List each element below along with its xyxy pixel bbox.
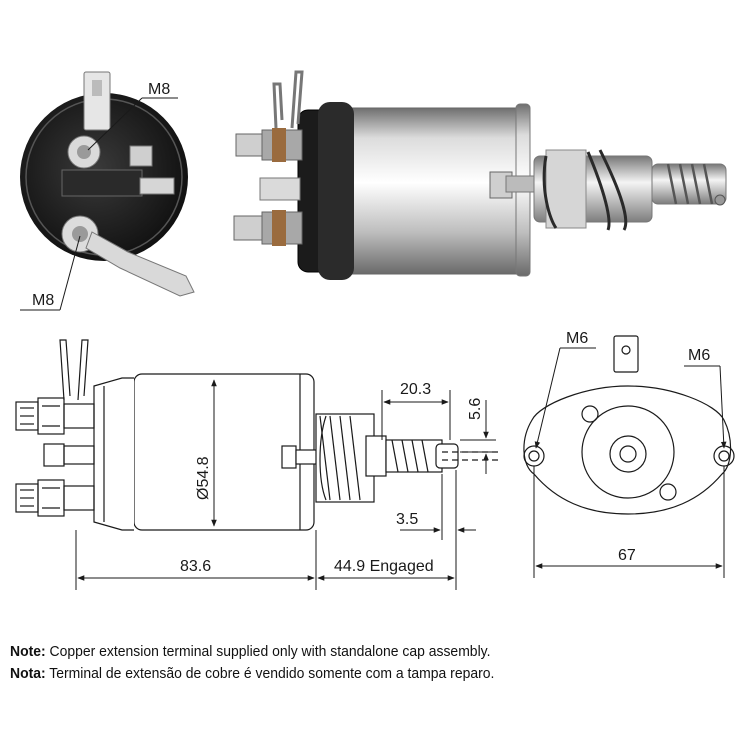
note-portuguese-label: Nota:	[10, 665, 46, 682]
dim-flange-thread-right: M6	[688, 347, 710, 364]
flange-outline	[523, 385, 732, 515]
note-portuguese-text: Terminal de extensão de cobre é vendido …	[45, 665, 495, 682]
dim-body-diameter: Ø54.8	[195, 456, 212, 500]
drawing-spade-terminal	[43, 443, 95, 467]
flange-main-boss	[581, 405, 675, 499]
dim-flange-width: 67	[618, 547, 636, 564]
drawing-spring	[319, 415, 361, 501]
drawing-cap	[93, 377, 134, 531]
dim-flange-thread-left: M6	[566, 330, 588, 347]
spring-coil	[542, 149, 628, 231]
side-terminal-top	[129, 145, 153, 167]
note-english-label: Note:	[10, 643, 46, 660]
side-section-drawing	[15, 339, 500, 531]
end-view-label-top: M8	[148, 81, 170, 98]
flange-small-hole-1	[581, 405, 599, 423]
side-terminal-bottom	[139, 177, 175, 195]
dim-hole-diameter: 5.6	[467, 398, 484, 420]
note-english: Note: Copper extension terminal supplied…	[10, 642, 490, 662]
upper-stud	[235, 128, 303, 162]
end-view-photo: M8 M8	[20, 71, 195, 311]
dim-plunger-travel: 44.9 Engaged	[334, 558, 434, 575]
top-terminal-tab	[83, 71, 111, 131]
dim-body-length: 83.6	[180, 558, 211, 575]
end-view-label-bottom: M8	[32, 292, 54, 309]
note-portuguese: Nota: Terminal de extensão de cobre é ve…	[10, 664, 494, 684]
side-section-dimensions: Ø54.8 83.6 44.9 Engaged 20.3 5.6 3.5	[75, 379, 496, 590]
note-english-text: Copper extension terminal supplied only …	[45, 643, 491, 660]
lower-stud	[233, 210, 303, 246]
side-view-photo	[233, 70, 727, 280]
dim-hole-offset: 3.5	[396, 511, 418, 528]
spade-terminal	[259, 177, 301, 201]
drawing-upper-stud	[15, 397, 95, 435]
flange-small-hole-2	[659, 483, 677, 501]
flange-dimensions: 67 M6 M6	[533, 330, 727, 578]
drawing-lower-stud	[15, 479, 95, 517]
copper-extension-terminal	[85, 231, 195, 297]
dim-spring-length: 20.3	[400, 381, 431, 398]
